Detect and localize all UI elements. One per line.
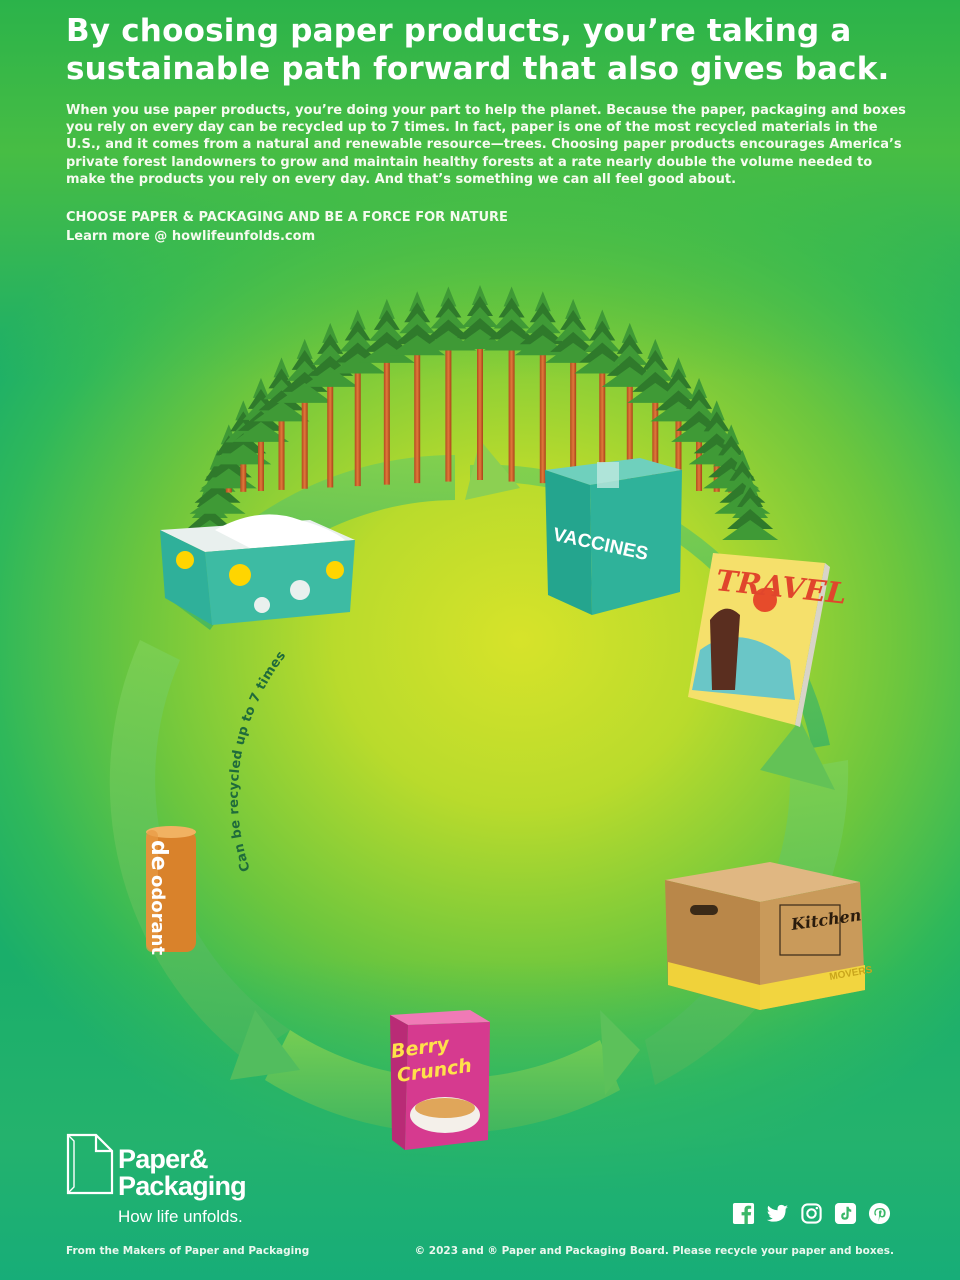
- tiktok-icon[interactable]: [834, 1202, 857, 1225]
- vaccines-box: VACCINES: [545, 458, 682, 615]
- forest: [181, 285, 779, 540]
- tree: [452, 285, 508, 480]
- tree: [722, 475, 779, 540]
- headline: By choosing paper products, you’re takin…: [66, 12, 906, 88]
- header: By choosing paper products, you’re takin…: [66, 12, 906, 246]
- facebook-icon[interactable]: [732, 1202, 755, 1225]
- cycle-label: Can be recycled up to 7 times: [227, 648, 289, 873]
- headline-line1: By choosing paper products, you’re takin…: [66, 13, 852, 49]
- footer-makers: From the Makers of Paper and Packaging: [66, 1245, 310, 1257]
- tree: [276, 338, 333, 489]
- cta: CHOOSE PAPER & PACKAGING AND BE A FORCE …: [66, 208, 906, 246]
- tree: [389, 291, 446, 484]
- tree: [601, 322, 658, 488]
- tree: [514, 291, 571, 484]
- tissue-box: [160, 514, 355, 625]
- moving-box: Kitchen MOVERS: [665, 862, 874, 1010]
- footer-copyright: © 2023 and ® Paper and Packaging Board. …: [414, 1245, 894, 1257]
- tree: [483, 286, 540, 482]
- cta-line1: CHOOSE PAPER & PACKAGING AND BE A FORCE …: [66, 210, 508, 226]
- travel-magazine: TRAVEL: [688, 553, 848, 727]
- tree: [358, 298, 415, 485]
- pinterest-icon[interactable]: [868, 1202, 891, 1225]
- deodorant-label-line2: odorant: [147, 875, 168, 955]
- paper-fold-icon: [66, 1133, 114, 1195]
- instagram-icon[interactable]: [800, 1202, 823, 1225]
- social-links: [732, 1202, 891, 1225]
- brand-name-line2: Packaging: [118, 1171, 247, 1201]
- twitter-icon[interactable]: [766, 1202, 789, 1225]
- deodorant-tube: de odorant: [146, 826, 196, 955]
- headline-line2: sustainable path forward that also gives…: [66, 51, 890, 87]
- body-copy: When you use paper products, you’re doin…: [66, 103, 906, 187]
- brand-name-line1: Paper&: [118, 1144, 209, 1174]
- cta-link[interactable]: Learn more @ howlifeunfolds.com: [66, 229, 316, 245]
- deodorant-label-line1: de: [146, 840, 171, 871]
- cereal-box: Berry Crunch: [390, 1010, 490, 1150]
- brand-tagline: How life unfolds.: [118, 1207, 243, 1226]
